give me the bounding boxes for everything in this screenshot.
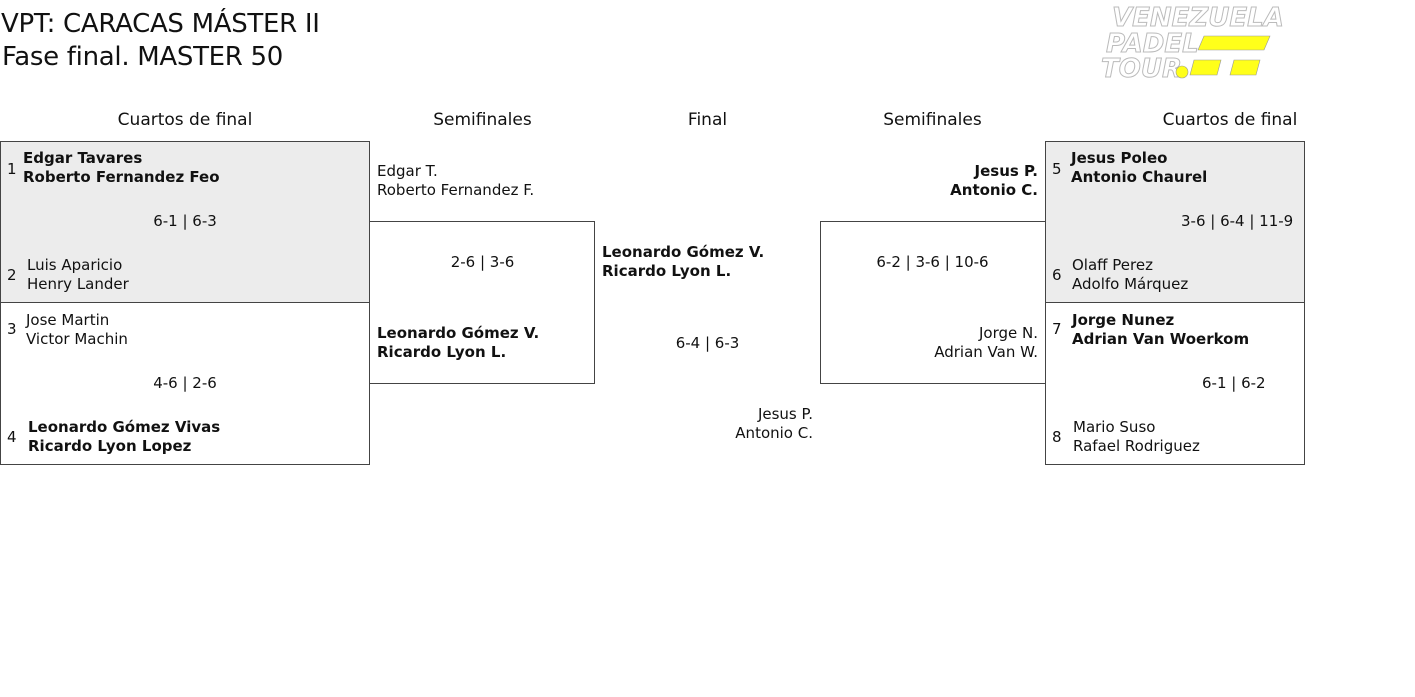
round-header-quarterfinals-left: Cuartos de final xyxy=(117,110,253,130)
match-card-qf-right-2[interactable] xyxy=(1045,302,1305,465)
venezuela-padel-tour-logo: VENEZUELA PADEL TOUR xyxy=(1101,3,1285,85)
player-name: Ricardo Lyon L. xyxy=(602,262,732,280)
round-header-semifinals-left: Semifinales xyxy=(433,110,532,130)
player-name: Mario Suso xyxy=(1073,418,1156,436)
seed-number: 7 xyxy=(1052,320,1062,338)
match-score: 6-1 | 6-2 xyxy=(1202,374,1266,392)
player-name: Antonio C. xyxy=(950,181,1038,199)
player-name: Olaff Perez xyxy=(1072,256,1153,274)
player-name: Ricardo Lyon Lopez xyxy=(28,437,192,455)
match-score: 4-6 | 2-6 xyxy=(153,374,217,392)
player-name: Luis Aparicio xyxy=(27,256,123,274)
player-name: Jorge N. xyxy=(978,324,1038,342)
player-name: Leonardo Gómez V. xyxy=(377,324,540,342)
match-card-qf-right-1[interactable] xyxy=(1045,141,1305,303)
seed-number: 6 xyxy=(1052,266,1062,284)
player-name: Edgar T. xyxy=(377,162,438,180)
seed-number: 8 xyxy=(1052,428,1062,446)
player-name: Edgar Tavares xyxy=(23,149,143,167)
player-name: Jesus Poleo xyxy=(1071,149,1168,167)
player-name: Adolfo Márquez xyxy=(1072,275,1189,293)
seed-number: 2 xyxy=(7,266,17,284)
seed-number: 4 xyxy=(7,428,17,446)
player-name: Jesus P. xyxy=(757,405,813,423)
seed-number: 3 xyxy=(7,320,17,338)
round-header-quarterfinals-right: Cuartos de final xyxy=(1162,110,1298,130)
logo-word-1: VENEZUELA xyxy=(1112,3,1284,33)
player-name: Antonio Chaurel xyxy=(1071,168,1208,186)
player-name: Jose Martin xyxy=(26,311,110,329)
player-name: Roberto Fernandez F. xyxy=(377,181,535,199)
round-header-semifinals-right: Semifinales xyxy=(883,110,982,130)
player-name: Jesus P. xyxy=(974,162,1038,180)
tournament-title: VPT: CARACAS MÁSTER II xyxy=(1,9,320,39)
seed-number: 1 xyxy=(7,160,17,178)
player-name: Leonardo Gómez V. xyxy=(602,243,765,261)
player-name: Adrian Van W. xyxy=(934,343,1038,361)
logo-word-2: PADEL xyxy=(1106,29,1199,59)
player-name: Ricardo Lyon L. xyxy=(377,343,507,361)
round-header-final: Final xyxy=(687,110,728,130)
match-card-sf-left[interactable] xyxy=(369,221,595,384)
player-name: Roberto Fernandez Feo xyxy=(23,168,220,186)
match-score: 3-6 | 6-4 | 11-9 xyxy=(1181,212,1294,230)
player-name: Leonardo Gómez Vivas xyxy=(28,418,221,436)
seed-number: 5 xyxy=(1052,160,1062,178)
logo-word-3: TOUR xyxy=(1101,54,1182,84)
player-name: Victor Machin xyxy=(26,330,128,348)
match-score: 6-4 | 6-3 xyxy=(675,334,740,352)
player-name: Jorge Nunez xyxy=(1072,311,1175,329)
match-score: 2-6 | 3-6 xyxy=(450,253,515,271)
match-card-qf-left-1[interactable] xyxy=(0,141,370,303)
match-score: 6-1 | 6-3 xyxy=(153,212,217,230)
player-name: Antonio C. xyxy=(735,424,813,442)
player-name: Rafael Rodriguez xyxy=(1073,437,1200,455)
phase-subtitle: Fase final. MASTER 50 xyxy=(2,42,283,72)
player-name: Adrian Van Woerkom xyxy=(1072,330,1250,348)
player-name: Henry Lander xyxy=(27,275,129,293)
match-score: 6-2 | 3-6 | 10-6 xyxy=(876,253,989,271)
